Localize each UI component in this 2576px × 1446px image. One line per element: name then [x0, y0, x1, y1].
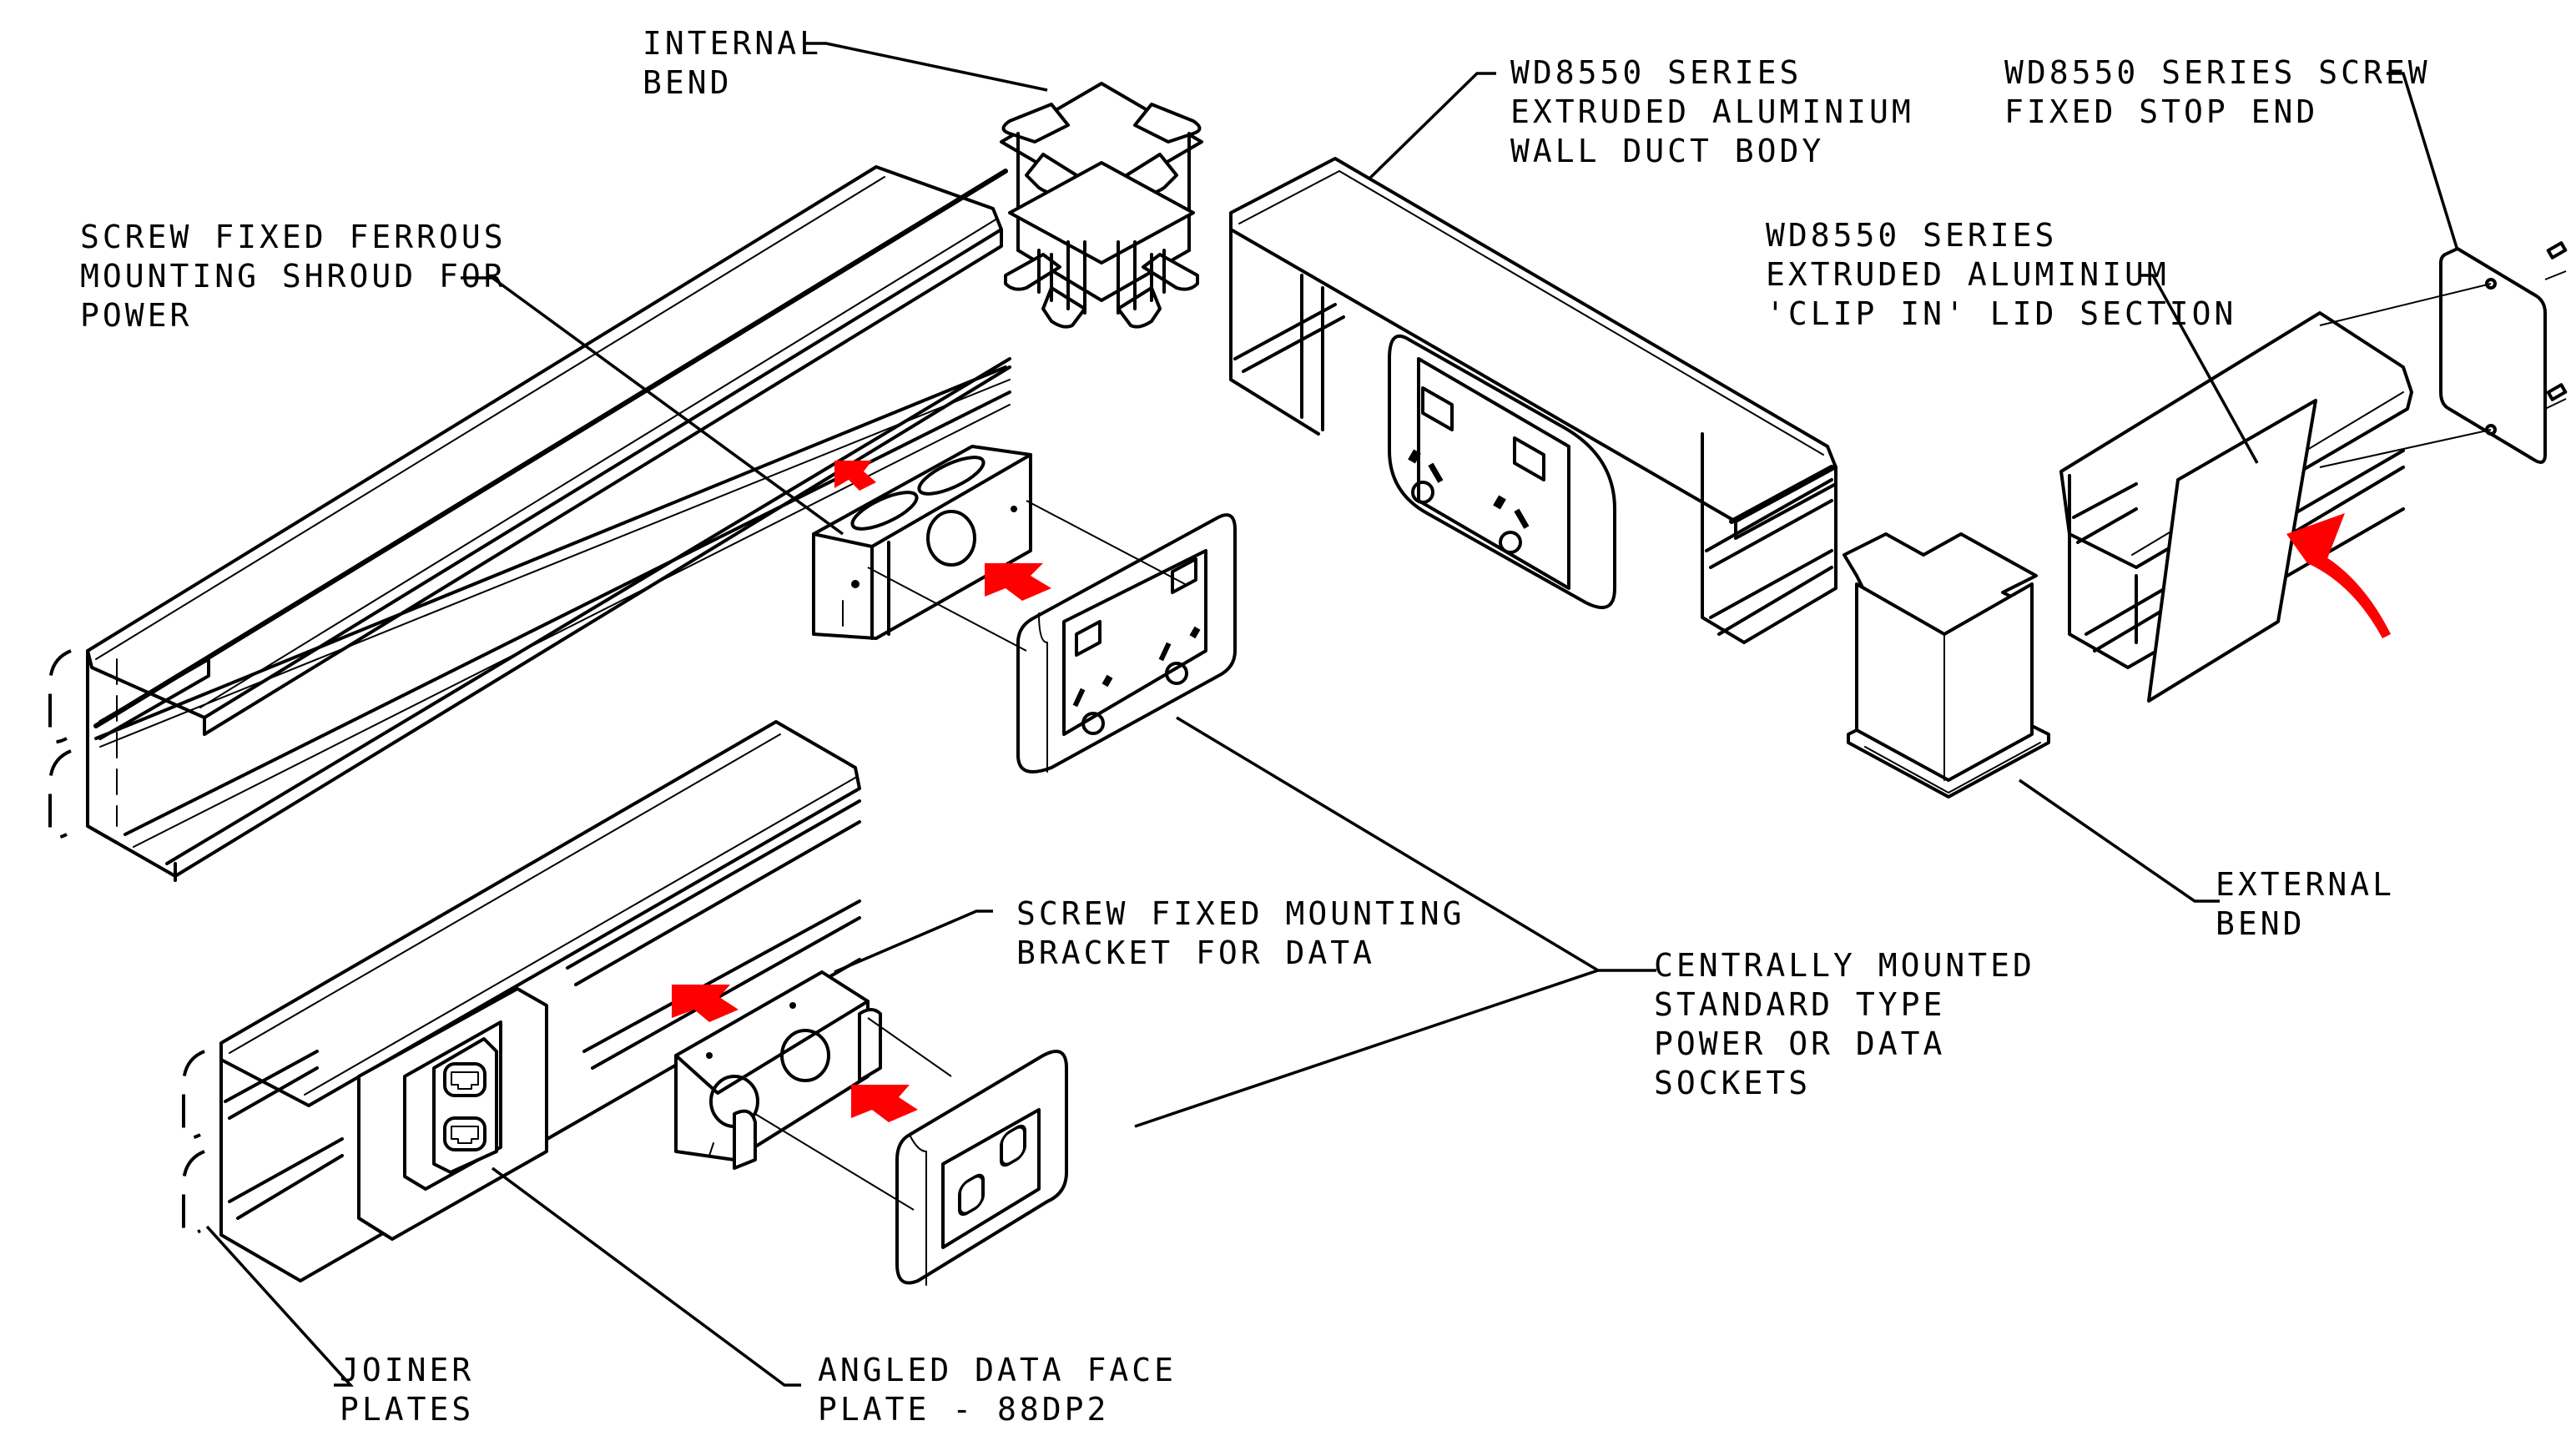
- label-line: SOCKETS: [1654, 1065, 1811, 1101]
- label-line: FIXED STOP END: [2004, 93, 2318, 130]
- label-line: BRACKET FOR DATA: [1016, 935, 1375, 971]
- label-line: BEND: [2216, 905, 2306, 942]
- label-line: PLATES: [340, 1391, 474, 1428]
- rj45-port-icon: [443, 1062, 486, 1097]
- label-line: BEND: [643, 64, 733, 101]
- data-plate: [754, 1017, 1068, 1286]
- label-internal-bend: INTERNAL BEND: [643, 25, 822, 101]
- external-bend: [1843, 532, 2050, 799]
- label-line: WD8550 SERIES: [1510, 54, 1802, 91]
- label-line: JOINER: [340, 1352, 474, 1388]
- angled-data-plate: [357, 987, 548, 1241]
- label-sockets: CENTRALLY MOUNTED STANDARD TYPE POWER OR…: [1654, 947, 2035, 1101]
- assembly-arrow: [672, 985, 739, 1022]
- power-outlet: [867, 500, 1237, 773]
- label-stop-end: WD8550 SERIES SCREW FIXED STOP END: [2004, 54, 2431, 130]
- label-line: EXTRUDED ALUMINIUM: [1510, 93, 1914, 130]
- internal-bend: [1000, 82, 1203, 329]
- duct-lower-left: [182, 720, 861, 1282]
- label-line: WD8550 SERIES: [1766, 217, 2057, 254]
- assembly-arrow: [851, 1085, 918, 1122]
- label-line: PLATE - 88DP2: [818, 1391, 1109, 1428]
- rotation-arrow: [2286, 513, 2391, 638]
- label-line: SCREW FIXED FERROUS: [80, 219, 507, 255]
- leader-lines: [205, 42, 2459, 1387]
- label-data-bracket: SCREW FIXED MOUNTING BRACKET FOR DATA: [1016, 895, 1465, 971]
- label-line: WD8550 SERIES SCREW: [2004, 54, 2431, 91]
- label-line: INTERNAL: [643, 25, 822, 62]
- label-lid-section: WD8550 SERIES EXTRUDED ALUMINIUM 'CLIP I…: [1766, 217, 2236, 332]
- label-joiner-plates: JOINER PLATES: [340, 1352, 474, 1428]
- label-angled-face-plate: ANGLED DATA FACE PLATE - 88DP2: [818, 1352, 1177, 1428]
- power-outlet-fitted: [1388, 334, 1616, 610]
- duct-center: [1229, 157, 1837, 644]
- label-line: STANDARD TYPE: [1654, 986, 1945, 1023]
- label-line: POWER OR DATA: [1654, 1025, 1945, 1062]
- rj45-port-icon: [443, 1116, 486, 1151]
- label-external-bend: EXTERNAL BEND: [2216, 866, 2395, 942]
- label-line: MOUNTING SHROUD FOR: [80, 258, 507, 295]
- label-line: WALL DUCT BODY: [1510, 133, 1824, 169]
- label-line: 'CLIP IN' LID SECTION: [1766, 295, 2236, 332]
- duct-right: [2059, 311, 2413, 703]
- label-line: EXTERNAL: [2216, 866, 2395, 903]
- assembly-arrow: [834, 461, 876, 491]
- assembly-arrows: [672, 461, 1051, 1122]
- label-line: ANGLED DATA FACE: [818, 1352, 1177, 1388]
- stop-end: [2319, 241, 2568, 468]
- power-shroud: [812, 445, 1032, 640]
- label-line: EXTRUDED ALUMINIUM: [1766, 256, 2170, 293]
- label-duct-body: WD8550 SERIES EXTRUDED ALUMINIUM WALL DU…: [1510, 54, 1914, 169]
- label-line: CENTRALLY MOUNTED: [1654, 947, 2035, 984]
- label-power-shroud: SCREW FIXED FERROUS MOUNTING SHROUD FOR …: [80, 219, 507, 334]
- label-line: SCREW FIXED MOUNTING: [1016, 895, 1465, 932]
- label-line: POWER: [80, 297, 192, 334]
- assembly-arrow: [985, 563, 1051, 601]
- data-bracket: [674, 970, 882, 1170]
